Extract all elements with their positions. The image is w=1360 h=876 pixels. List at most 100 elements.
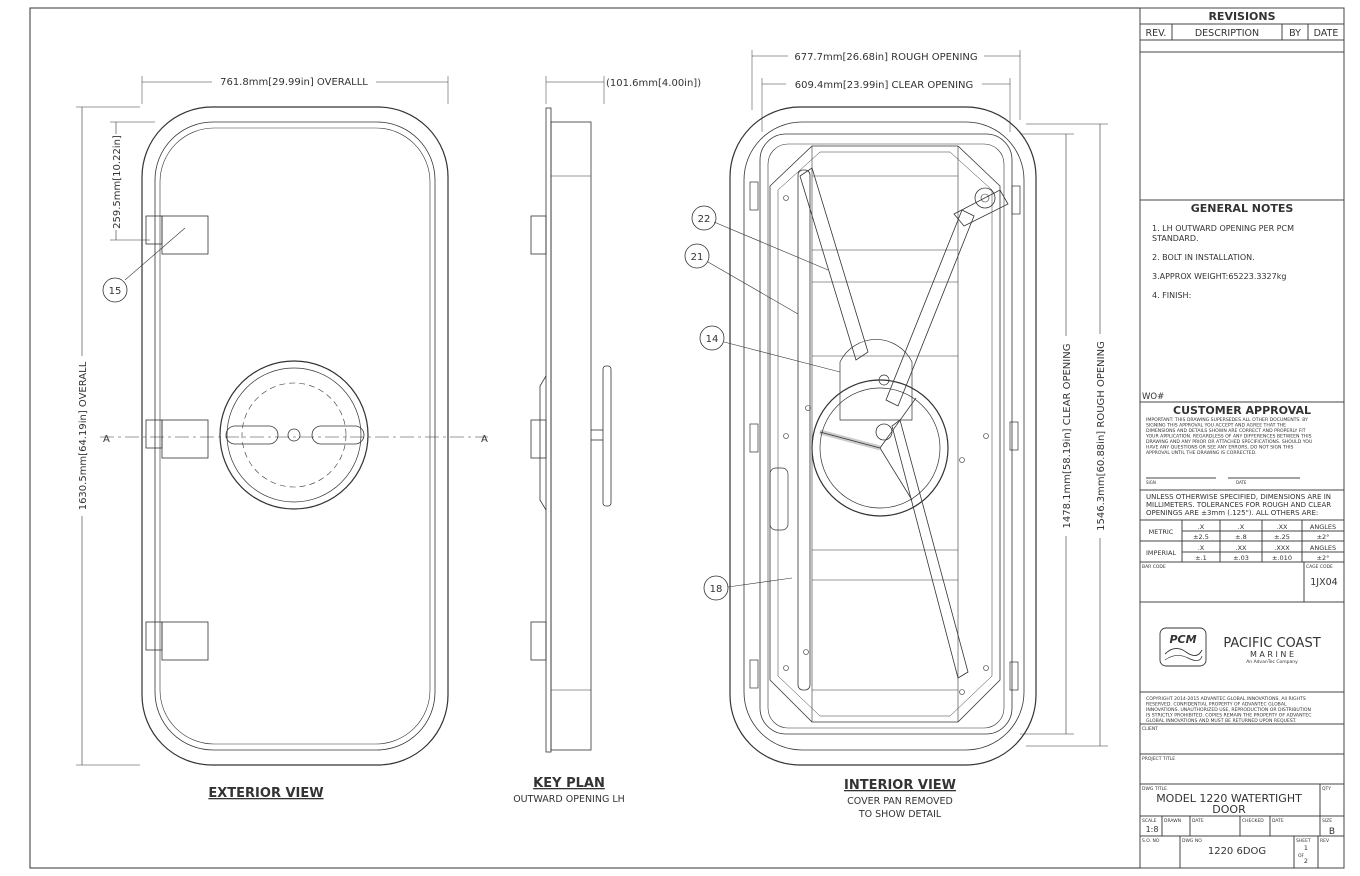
dog-arm-upper-left xyxy=(799,167,869,361)
company-name: PACIFIC COAST xyxy=(1223,636,1320,651)
key-plan: (101.6mm[4.00in]) KEY PLAN OUTWARD OPENI… xyxy=(513,76,701,805)
callout-18: 18 xyxy=(710,584,723,595)
svg-text:DRAWING AND ANY PRIOR OR ATTAC: DRAWING AND ANY PRIOR OR ATTACHED SPECIF… xyxy=(1146,439,1312,445)
dwg-title-label: DWG TITLE xyxy=(1142,786,1167,792)
section-label-right: A xyxy=(481,434,488,445)
handwheel-inner xyxy=(226,367,362,503)
svg-text:GLOBAL INNOVATIONS AND MUST BE: GLOBAL INNOVATIONS AND MUST BE RETURNED … xyxy=(1146,718,1297,724)
note-1: 1. LH OUTWARD OPENING PER PCM xyxy=(1152,224,1294,233)
svg-text:±.03: ±.03 xyxy=(1233,554,1249,562)
tolerance-text: UNLESS OTHERWISE SPECIFIED, DIMENSIONS A… xyxy=(1146,493,1331,517)
note-3: 3.APPROX WEIGHT:65223.3327kg xyxy=(1152,272,1286,281)
svg-text:COPYRIGHT 2014-2015 ADVANTEC G: COPYRIGHT 2014-2015 ADVANTEC GLOBAL INNO… xyxy=(1146,696,1306,702)
door-frame-inner xyxy=(154,121,436,751)
of-label: OF xyxy=(1298,853,1305,859)
checked-date-label: DATE xyxy=(1272,818,1284,824)
drawn-label: DRAWN xyxy=(1164,818,1181,824)
tol-imperial-row: .X .XX .XXX ANGLES ±.1 ±.03 ±.010 ±2° xyxy=(1195,544,1336,562)
dim-overall-height: 1630.5mm[64.19in] OVERALL xyxy=(78,361,89,510)
pcm-logo: PCM xyxy=(1159,627,1207,667)
svg-text:DIMENSIONS AND DETAILS SHOWN A: DIMENSIONS AND DETAILS SHOWN ARE CORRECT… xyxy=(1146,428,1306,434)
handle-left xyxy=(225,425,279,445)
title-block: REVISIONS REV. DESCRIPTION BY DATE GENER… xyxy=(1139,7,1345,869)
note-2: 2. BOLT IN INSTALLATION. xyxy=(1152,253,1255,262)
handwheel-hidden xyxy=(241,382,347,488)
door-outer-frame xyxy=(141,106,449,766)
svg-text:.XX: .XX xyxy=(1236,544,1248,552)
bolt-holes xyxy=(783,195,989,695)
drawn-date-label: DATE xyxy=(1192,818,1204,824)
bar-code-label: BAR CODE xyxy=(1142,564,1166,570)
rev-header-rev: REV. xyxy=(1146,28,1167,39)
scale-label: SCALE xyxy=(1142,818,1157,824)
client-label: CLIENT xyxy=(1142,726,1158,732)
approval-text: IMPORTANT: THIS DRAWING SUPERSEDES ALL O… xyxy=(1145,417,1312,456)
section-label-left: A xyxy=(103,434,110,445)
company-tagline: An AdvanTec Company xyxy=(1246,659,1298,665)
svg-text:±.25: ±.25 xyxy=(1274,533,1290,541)
dwg-title-line-2: DOOR xyxy=(1212,803,1246,816)
frame-side xyxy=(550,121,592,751)
sheet-label: SHEET xyxy=(1296,838,1311,844)
door-plate-side xyxy=(545,107,552,753)
sign-label: SIGN xyxy=(1146,480,1156,485)
svg-text:±2.5: ±2.5 xyxy=(1193,533,1209,541)
dim-keyplan-depth: (101.6mm[4.00in]) xyxy=(606,78,701,89)
dim-clear-width: 609.4mm[23.99in] CLEAR OPENING xyxy=(795,80,974,91)
tol-metric-row: .X .X .XX ANGLES ±2.5 ±.8 ±.25 ±2° xyxy=(1193,523,1336,541)
keyplan-hinge-top xyxy=(530,215,547,255)
callout-14-group: 14 xyxy=(699,325,841,373)
sheet-total: 2 xyxy=(1304,857,1308,865)
hinge-middle xyxy=(145,419,209,459)
callout-18-group: 18 xyxy=(703,575,793,601)
cage-code-label: CAGE CODE xyxy=(1306,564,1333,570)
dim-overall-width: 761.8mm[29.99in] OVERALLL xyxy=(220,77,368,88)
general-notes-title: GENERAL NOTES xyxy=(1191,202,1294,215)
callout-21: 21 xyxy=(691,252,704,263)
cage-code: 1JX04 xyxy=(1310,577,1337,588)
stiffener-outline xyxy=(769,145,1001,723)
svg-text:.XXX: .XXX xyxy=(1274,544,1290,552)
dwg-no-label: DWG NO xyxy=(1182,838,1202,844)
svg-text:IS STRICTLY PROHIBITED. COPIE: IS STRICTLY PROHIBITED. COPIES REMAIN TH… xyxy=(1146,713,1311,719)
pcm-logo-text: PCM xyxy=(1169,633,1196,646)
so-no-label: S.O. NO xyxy=(1142,838,1160,844)
dog-arm-right xyxy=(885,209,975,407)
svg-text:.X: .X xyxy=(1198,523,1205,531)
dim-clear-height: 1478.1mm[58.19in] CLEAR OPENING xyxy=(1062,344,1073,529)
svg-text:±.010: ±.010 xyxy=(1272,554,1292,562)
wo-label: WO# xyxy=(1142,392,1164,402)
svg-text:MILLIMETERS. TOLERANCES FOR R: MILLIMETERS. TOLERANCES FOR ROUGH AND CL… xyxy=(1146,501,1331,509)
svg-text:APPROVAL UNTIL THE DRAWING IS: APPROVAL UNTIL THE DRAWING IS CORRECTED. xyxy=(1146,450,1257,456)
interior-frame-outer xyxy=(729,106,1037,766)
callout-15-bubble xyxy=(102,277,128,303)
svg-text:.X: .X xyxy=(1198,544,1205,552)
dim-rough-height: 1546.3mm[60.88in] ROUGH OPENING xyxy=(1096,341,1107,531)
exterior-view: A A 761.8mm[29.99in] OVERALLL 1630.5mm[6… xyxy=(75,74,488,801)
dwg-number: 1220 6DOG xyxy=(1208,846,1266,857)
callout-14: 14 xyxy=(706,334,719,345)
svg-text:HAVE ANY QUESTIONS OR SEE ANY: HAVE ANY QUESTIONS OR SEE ANY ERRORS, DO… xyxy=(1146,445,1294,451)
hub xyxy=(287,428,301,442)
hinge-top xyxy=(145,215,209,255)
keyplan-hinge-bottom xyxy=(530,621,547,661)
customer-approval-title: CUSTOMER APPROVAL xyxy=(1173,404,1311,417)
rev-header-description: DESCRIPTION xyxy=(1195,28,1259,39)
svg-text:ANGLES: ANGLES xyxy=(1310,523,1336,531)
svg-text:INNOVATIONS. UNAUTHORIZED USE: INNOVATIONS. UNAUTHORIZED USE, REPRODUCT… xyxy=(1146,707,1311,713)
svg-text:YOUR APPLICATION. REGARDLESS O: YOUR APPLICATION. REGARDLESS OF ANY DIFF… xyxy=(1145,434,1312,440)
note-1-cont: STANDARD. xyxy=(1152,234,1199,243)
dwg-title-line-1: MODEL 1220 WATERTIGHT xyxy=(1156,792,1302,805)
svg-text:±2°: ±2° xyxy=(1317,554,1330,562)
interior-handwheel-inner xyxy=(819,387,941,509)
tol-imperial-label: IMPERIAL xyxy=(1146,549,1176,557)
rev-header-date: DATE xyxy=(1314,28,1339,39)
interior-frame-inner xyxy=(743,121,1025,751)
size-label: SIZE xyxy=(1322,818,1332,824)
qty-label: QTY xyxy=(1322,786,1331,792)
svg-text:.X: .X xyxy=(1238,523,1245,531)
handle-right xyxy=(311,425,365,445)
project-title-label: PROJECT TITLE xyxy=(1142,756,1175,762)
note-4: 4. FINISH: xyxy=(1152,291,1191,300)
